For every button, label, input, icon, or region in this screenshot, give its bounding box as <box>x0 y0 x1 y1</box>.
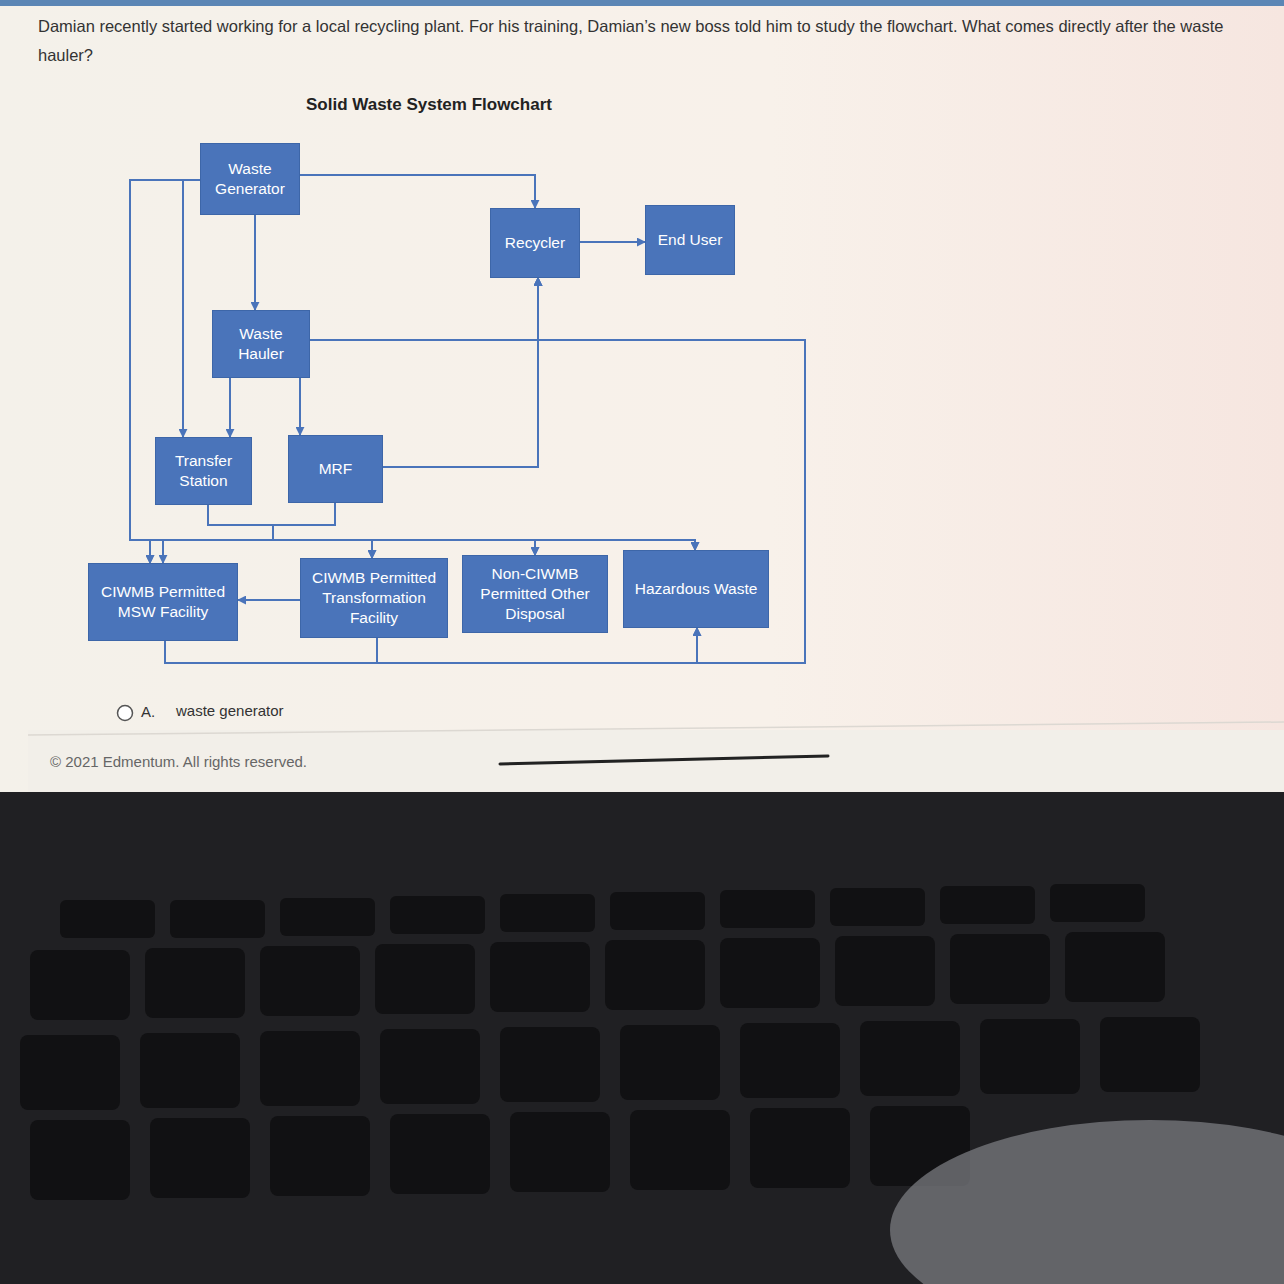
process-box: End User <box>645 205 735 275</box>
divider <box>28 722 1284 735</box>
process-box: Recycler <box>490 208 580 278</box>
box-label: Waste Generator <box>209 159 291 199</box>
process-box: Non-CIWMB Permitted Other Disposal <box>462 555 608 633</box>
option-letter: A. <box>141 703 171 721</box>
flow-arrow <box>150 503 335 563</box>
flow-arrow <box>580 241 645 243</box>
flow-arrow <box>208 505 695 550</box>
box-label: Waste Hauler <box>221 324 301 364</box>
flow-arrow <box>273 503 695 550</box>
flow-arrow <box>165 278 805 663</box>
process-box: Hazardous Waste <box>623 550 769 628</box>
process-box: MRF <box>288 435 383 503</box>
top-bar <box>0 0 1284 6</box>
box-label: Recycler <box>505 233 565 253</box>
flow-arrow <box>238 599 300 601</box>
flow-arrow <box>130 180 200 563</box>
box-label: Hazardous Waste <box>635 579 758 599</box>
box-label: Transfer Station <box>164 451 243 491</box>
footer-panel <box>28 730 1284 792</box>
flow-arrow <box>383 278 538 467</box>
flow-arrow <box>299 378 301 435</box>
question-text: Damian recently started working for a lo… <box>38 12 1253 70</box>
flow-arrow <box>273 503 372 558</box>
box-label: CIWMB Permitted Transformation Facility <box>309 568 439 628</box>
box-label: CIWMB Permitted MSW Facility <box>97 582 229 622</box>
process-box: CIWMB Permitted Transformation Facility <box>300 558 448 638</box>
process-box: Transfer Station <box>155 437 252 505</box>
chart-title: Solid Waste System Flowchart <box>306 95 706 115</box>
flow-arrow <box>150 505 273 563</box>
flow-arrow <box>300 175 535 208</box>
box-label: End User <box>658 230 723 250</box>
radio-button <box>118 706 133 721</box>
process-box: CIWMB Permitted MSW Facility <box>88 563 238 641</box>
process-box: Waste Hauler <box>212 310 310 378</box>
box-label: Non-CIWMB Permitted Other Disposal <box>471 564 599 624</box>
blanket <box>890 1120 1284 1284</box>
flow-arrow <box>273 503 535 555</box>
option-text: waste generator <box>176 702 376 720</box>
scroll-indicator <box>500 756 828 764</box>
flow-arrow <box>183 180 200 437</box>
flow-arrow <box>310 278 538 340</box>
process-box: Waste Generator <box>200 143 300 215</box>
flow-arrow <box>229 378 231 437</box>
copyright-note: © 2021 Edmentum. All rights reserved. <box>50 753 450 771</box>
flow-arrow <box>208 505 372 558</box>
flow-arrow <box>254 215 256 310</box>
screen <box>0 0 1284 800</box>
box-label: MRF <box>319 459 353 479</box>
